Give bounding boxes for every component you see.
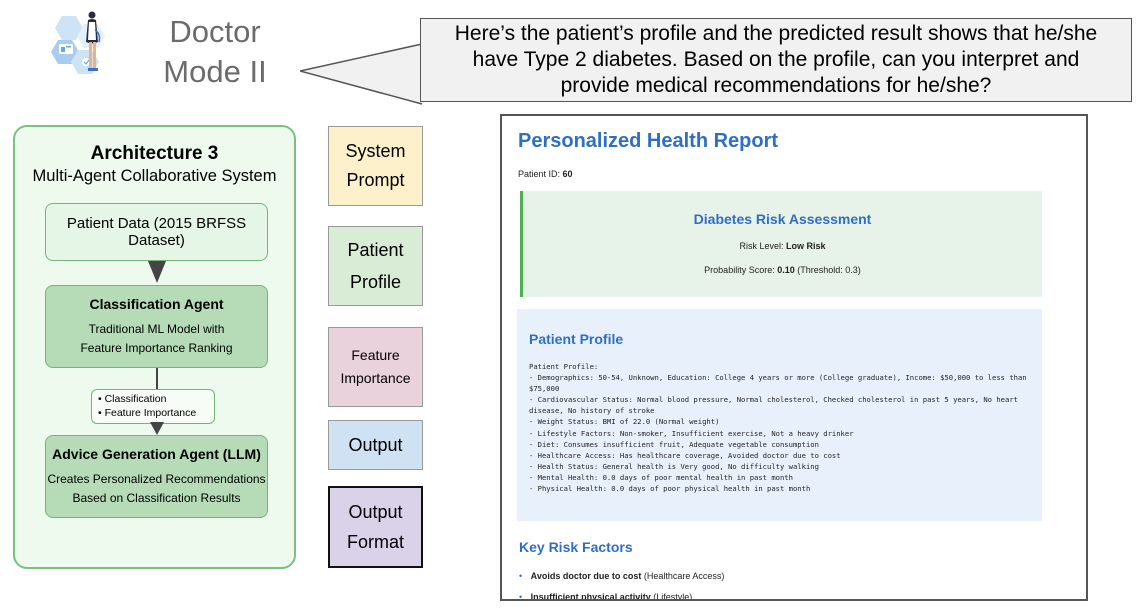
patient-profile-title: Patient Profile	[529, 331, 624, 347]
legend-format-line: Format	[346, 532, 404, 552]
probability-score: Probability Score: 0.10 (Threshold: 0.3)	[523, 265, 1042, 275]
classification-agent-node: Classification Agent Traditional ML Mode…	[45, 285, 268, 368]
arrow-down-icon	[150, 422, 164, 435]
probability-value: 0.10	[777, 265, 795, 275]
profile-line: - Weight Status: BMI of 22.0 (Normal wei…	[529, 417, 720, 427]
legend-system-line: System	[345, 141, 406, 161]
bullet-icon: •	[519, 571, 523, 581]
arrow-down-icon	[148, 261, 166, 283]
advice-agent-title: Advice Generation Agent (LLM)	[52, 445, 261, 462]
handoff-box: • Classification • Feature Importance	[91, 389, 215, 424]
risk-factor-rest: (Healthcare Access)	[643, 571, 725, 581]
profile-line: - Mental Health: 0.0 days of poor mental…	[529, 472, 793, 482]
profile-line: - Demographics: 50-54, Unknown, Educatio…	[529, 373, 1027, 394]
patient-profile-box: Patient Profile Patient Profile: - Demog…	[517, 309, 1042, 521]
speech-bubble: Here’s the patient’s profile and the pre…	[420, 18, 1132, 102]
speech-bubble-text: Here’s the patient’s profile and the pre…	[454, 22, 1098, 97]
classification-agent-line: Traditional ML Model with	[88, 321, 225, 336]
legend-feature-line: Importance	[340, 370, 411, 386]
legend-format-line: Output	[348, 502, 403, 522]
report-title: Personalized Health Report	[518, 130, 779, 152]
profile-line: - Healthcare Access: Has healthcare cove…	[529, 450, 841, 460]
handoff-item: • Feature Importance	[98, 407, 197, 419]
profile-line: - Diet: Consumes insufficient fruit, Ade…	[529, 439, 819, 449]
classification-agent-line: Feature Importance Ranking	[80, 340, 233, 355]
bullet-icon: •	[519, 592, 523, 601]
architecture-title: Architecture 3	[90, 143, 219, 164]
key-risk-factors-title: Key Risk Factors	[519, 539, 633, 555]
threshold-value: (Threshold: 0.3)	[797, 265, 861, 275]
risk-factor-rest: (Lifestyle)	[653, 592, 693, 601]
risk-level: Risk Level: Low Risk	[523, 241, 1042, 251]
patient-profile-text: Patient Profile: - Demographics: 50-54, …	[529, 361, 1035, 494]
speech-bubble-tail	[300, 43, 423, 105]
patient-id-label: Patient ID:	[518, 169, 561, 179]
patient-id-value: 60	[562, 169, 573, 179]
risk-assessment-box: Diabetes Risk Assessment Risk Level: Low…	[520, 191, 1042, 297]
risk-factor-bold: Insufficient physical activity	[530, 592, 651, 601]
advice-agent-node: Advice Generation Agent (LLM) Creates Pe…	[45, 435, 268, 518]
doctor-mode-line2: Mode II	[163, 54, 267, 89]
legend-output: Output	[328, 420, 423, 470]
legend-output-format: Output Format	[328, 486, 423, 568]
risk-level-label: Risk Level:	[739, 241, 784, 251]
architecture-subtitle: Multi-Agent Collaborative System	[32, 167, 277, 185]
risk-factor-item: • Avoids doctor due to cost (Healthcare …	[519, 571, 724, 581]
risk-assessment-title: Diabetes Risk Assessment	[693, 211, 872, 227]
patient-data-label: Patient Data (2015 BRFSS Dataset)	[66, 215, 247, 249]
legend-feature-importance: Feature Importance	[328, 327, 423, 407]
risk-factor-item: • Insufficient physical activity (Lifest…	[519, 592, 693, 601]
profile-line: - Lifestyle Factors: Non-smoker, Insuffi…	[529, 428, 854, 438]
legend-system-prompt: System Prompt	[328, 126, 423, 206]
connector-line	[156, 368, 158, 389]
legend-feature-line: Feature	[351, 347, 400, 363]
probability-label: Probability Score:	[704, 265, 775, 275]
profile-line: - Health Status: General health is Very …	[529, 461, 819, 471]
doctor-mode-title: Doctor Mode II	[140, 12, 290, 92]
health-report: Personalized Health Report Patient ID: 6…	[500, 114, 1088, 601]
doctor-mode-line1: Doctor	[169, 14, 261, 49]
legend-system-line: Prompt	[346, 170, 405, 190]
profile-line: - Cardiovascular Status: Normal blood pr…	[529, 395, 1018, 416]
legend-patient-profile: Patient Profile	[328, 226, 423, 306]
architecture-panel: Architecture 3 Multi-Agent Collaborative…	[13, 125, 296, 569]
doctor-illustration-icon	[51, 11, 105, 74]
classification-agent-title: Classification Agent	[89, 295, 224, 312]
profile-line: - Physical Health: 0.0 days of poor phys…	[529, 484, 811, 494]
advice-agent-line: Based on Classification Results	[72, 490, 241, 505]
legend-patient-line: Profile	[349, 272, 401, 292]
advice-agent-line: Creates Personalized Recommendations	[47, 471, 266, 486]
risk-level-value: Low Risk	[786, 241, 826, 251]
handoff-item: • Classification	[98, 393, 167, 405]
risk-factor-bold: Avoids doctor due to cost	[530, 571, 642, 581]
patient-id: Patient ID: 60	[518, 169, 573, 179]
legend-patient-line: Patient	[347, 240, 404, 260]
legend-output-label: Output	[348, 434, 403, 455]
patient-data-node: Patient Data (2015 BRFSS Dataset)	[45, 203, 268, 261]
profile-line: Patient Profile:	[529, 362, 599, 371]
